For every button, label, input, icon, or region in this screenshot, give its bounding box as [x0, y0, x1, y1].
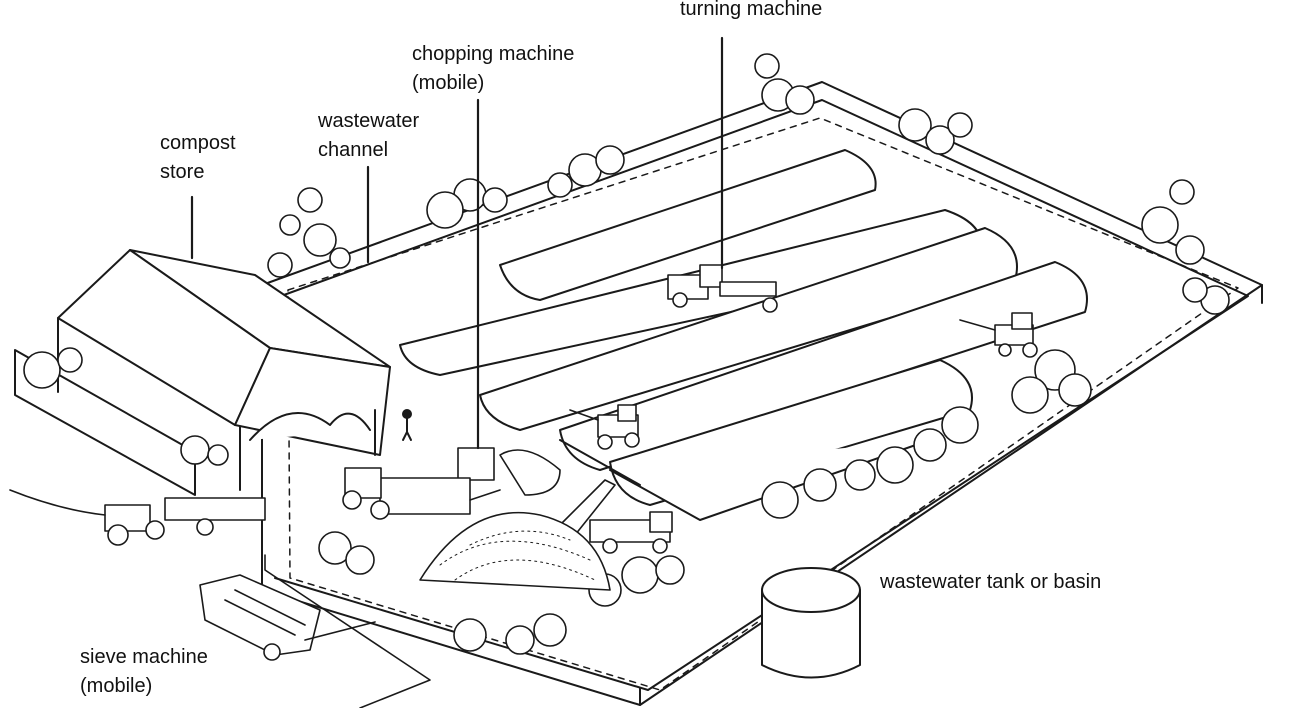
bushes: [23, 53, 1230, 655]
turning-machine-drawing: [667, 264, 778, 313]
label-wastewater-tank: wastewater tank or basin: [880, 568, 1101, 597]
label-chopping-machine: chopping machine (mobile): [412, 40, 574, 98]
label-wastewater-tank-line1: wastewater tank or basin: [880, 571, 1102, 593]
label-wastewater-channel-line2: channel: [318, 139, 389, 161]
loader-vehicle-center: [569, 404, 640, 450]
label-wastewater-channel-line1: wastewater: [318, 110, 420, 132]
label-sieve-machine-line2: (mobile): [80, 675, 153, 697]
access-road: [264, 554, 431, 709]
worker-figure: [402, 409, 412, 441]
label-turning-machine-line1: turning machine: [680, 0, 823, 20]
label-chopping-machine-line1: chopping machine: [412, 43, 575, 65]
label-compost-store: compost store: [160, 129, 236, 187]
compost-pile: [419, 511, 611, 591]
label-turning-machine: turning machine: [680, 0, 822, 24]
compost-store-building: [14, 249, 391, 496]
label-sieve-machine: sieve machine (mobile): [80, 643, 208, 701]
compost-pile-texture: [439, 530, 596, 581]
wastewater-tank: [761, 567, 861, 679]
sieve-machine-drawing: [199, 574, 376, 661]
wastewater-channel: [287, 117, 1239, 691]
label-wastewater-channel: wastewater channel: [318, 107, 419, 165]
chopping-machine-drawing: [342, 447, 561, 520]
label-compost-store-line1: compost: [160, 132, 236, 154]
loader-vehicle-right: [959, 312, 1038, 358]
conveyor-vehicle: [559, 479, 673, 554]
label-sieve-machine-line1: sieve machine: [80, 646, 208, 668]
label-compost-store-line2: store: [160, 161, 205, 183]
label-chopping-machine-line2: (mobile): [412, 72, 485, 94]
leader-lines: [190, 36, 724, 450]
tractor-trailer: [9, 489, 266, 546]
